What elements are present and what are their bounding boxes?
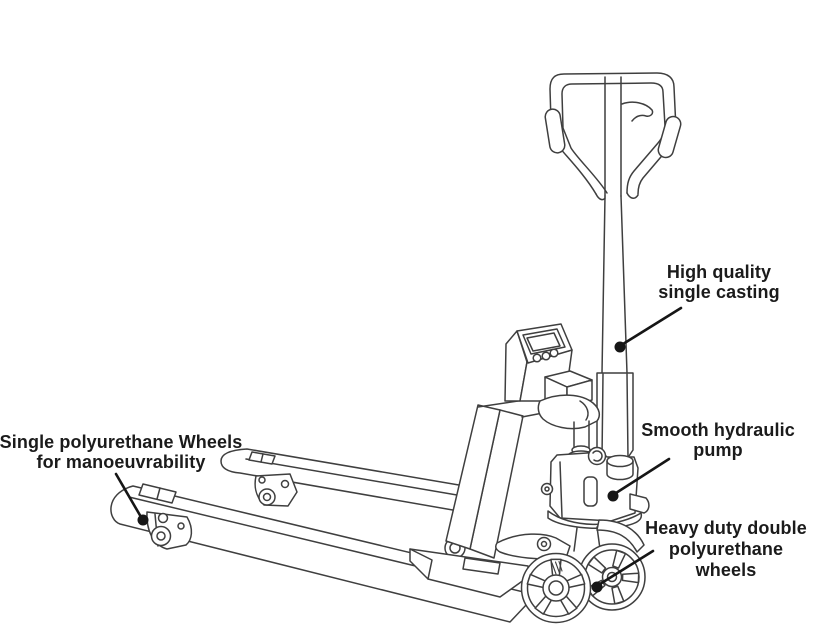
handle-grip-right: [657, 115, 682, 159]
label-line: Smooth hydraulic: [641, 420, 795, 440]
label-line: Single polyurethane Wheels: [0, 432, 243, 452]
arrow-single-wheels: [114, 472, 149, 526]
release-lever: [621, 101, 654, 122]
label-single-casting: High quality single casting: [658, 262, 779, 302]
label-line: for manoeuvrability: [36, 452, 206, 472]
label-line: single casting: [658, 282, 780, 302]
label-hydraulic-pump: Smooth hydraulic pump: [641, 420, 795, 460]
near-roller-wheel: [146, 511, 193, 550]
handle-grip-left: [544, 108, 566, 154]
far-roller-wheel: [254, 473, 298, 507]
wheel-arch: [596, 519, 645, 553]
label-line: High quality: [666, 262, 772, 282]
label-line: pump: [693, 440, 743, 460]
arrow-hydraulic-pump: [607, 457, 671, 502]
label-line: polyurethane: [668, 539, 784, 559]
yoke-arm: [537, 394, 601, 430]
label-line: wheels: [695, 560, 757, 580]
weighing-indicator: [504, 323, 593, 409]
pump-body: [540, 451, 650, 522]
mast-casting-cap: [587, 446, 634, 481]
arrow-single-casting: [614, 306, 683, 353]
rocker-arm: [495, 533, 571, 560]
handle-loop: [544, 72, 682, 201]
label-line: Heavy duty double: [645, 518, 807, 538]
chassis-strut: [445, 397, 549, 559]
arrow-double-wheels: [591, 549, 655, 593]
label-double-wheels: Heavy duty double polyurethane wheels: [645, 518, 807, 581]
chassis-foot: [409, 548, 529, 598]
far-fork: [220, 448, 501, 514]
indicator-buttons: [532, 348, 559, 363]
front-wheel: [520, 552, 592, 624]
mast: [596, 195, 634, 460]
label-single-wheels: Single polyurethane Wheels for manoeuvra…: [0, 432, 242, 472]
near-fork: [110, 483, 546, 623]
